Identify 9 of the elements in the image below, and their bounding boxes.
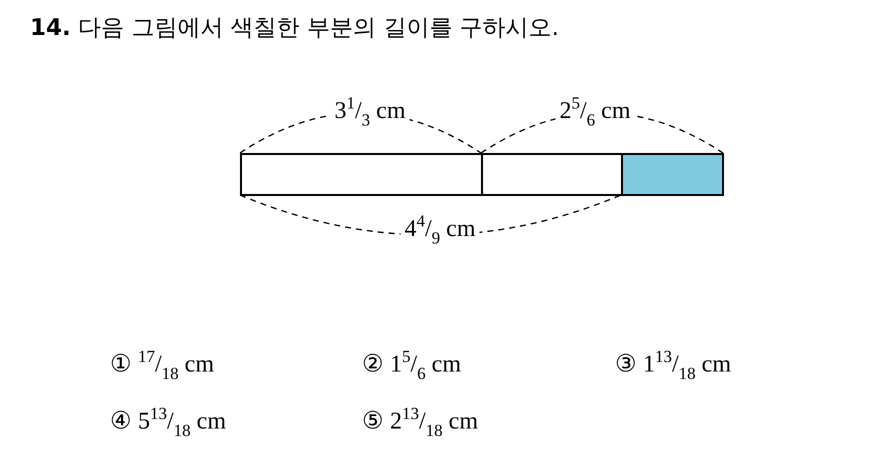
bar-segment [240, 153, 483, 196]
question-text: 14. 다음 그림에서 색칠한 부분의 길이를 구하시오. [30, 14, 559, 43]
shaded-segment [621, 153, 724, 196]
answer-choice: ⑤ 2$^{13}$/$_{18}$ cm [362, 404, 478, 441]
answer-choice: ① $^{17}$/$_{18}$ cm [110, 347, 214, 384]
answer-choice: ③ 1$^{13}$/$_{18}$ cm [615, 347, 731, 384]
answer-choice: ② 1$^{5}$/$_{6}$ cm [362, 347, 461, 384]
bar-segment [481, 153, 623, 196]
answer-choice: ④ 5$^{13}$/$_{18}$ cm [110, 404, 226, 441]
